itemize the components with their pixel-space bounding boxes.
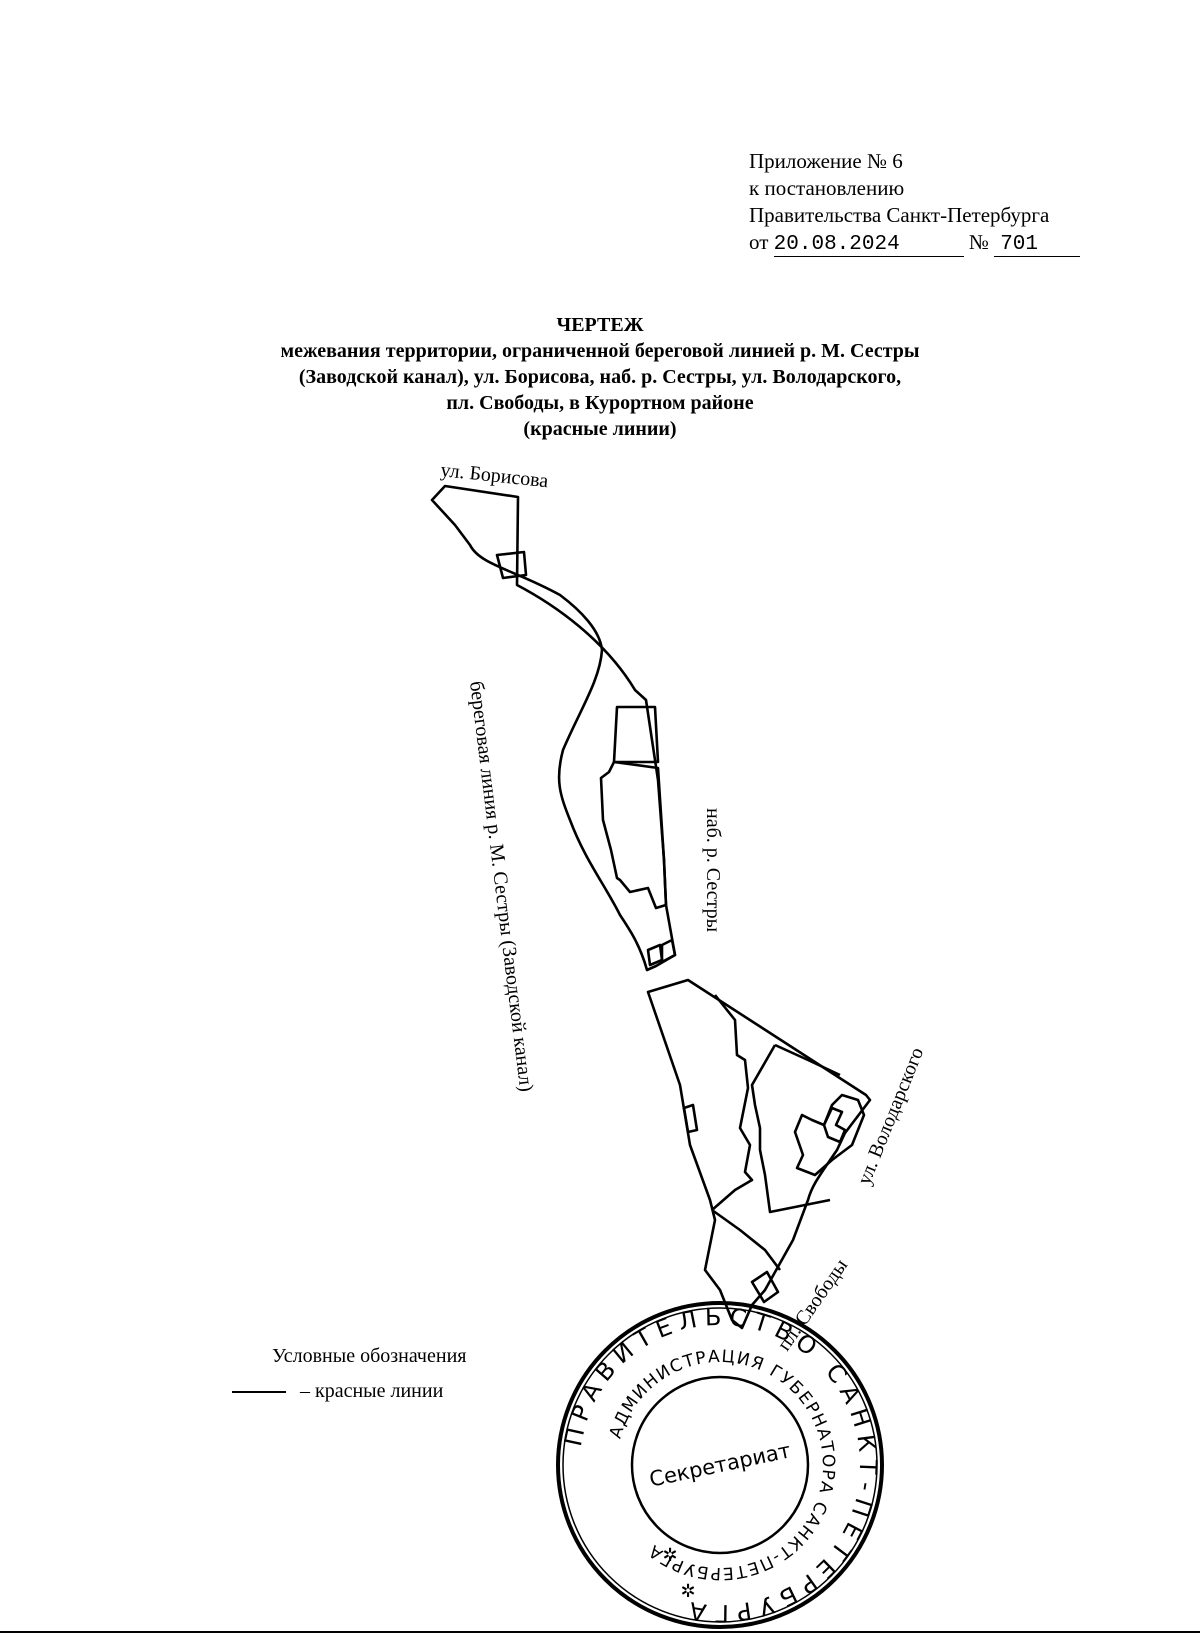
title-line-4: пл. Свободы, в Курортном районе xyxy=(446,392,754,414)
svobody-parcel xyxy=(750,1270,780,1304)
date-prefix: от xyxy=(749,230,769,254)
appendix-line-2: к постановлению xyxy=(749,176,905,200)
strip-parcel-4 xyxy=(646,943,664,967)
stamp-outer-circle-thin xyxy=(562,1307,878,1623)
stamp-center-text: Секретариат xyxy=(647,1438,793,1491)
south-parcel-notch xyxy=(682,1103,699,1134)
title-line-2: межевания территории, ограниченной берег… xyxy=(280,340,920,362)
strip-parcel-3 xyxy=(660,938,677,964)
star-icon: ✲ xyxy=(680,1581,695,1602)
legend-line-sample xyxy=(232,1390,286,1393)
title-line-3: (Заводской канал), ул. Борисова, наб. р.… xyxy=(298,366,902,388)
strip-parcel-1 xyxy=(612,705,660,764)
south-divider-1 xyxy=(711,994,754,1211)
legend-item-red-lines: – красные линии xyxy=(232,1380,443,1403)
label-shore: береговая линия р. М. Сестры (Заводской … xyxy=(465,680,537,1093)
volodarskogo-parcel-inner xyxy=(822,1106,847,1144)
south-divider-4 xyxy=(711,1208,782,1271)
star-icon: ✲ xyxy=(662,1545,677,1566)
appendix-header: Приложение № 6 к постановлению Правитель… xyxy=(749,148,1081,257)
title-line-1: ЧЕРТЕЖ xyxy=(556,314,644,336)
north-parcel-small xyxy=(495,550,528,580)
legend-title: Условные обозначения xyxy=(272,1345,467,1367)
decree-number: 701 xyxy=(994,234,1081,257)
number-prefix: № xyxy=(968,230,989,254)
north-strip-boundary xyxy=(430,484,677,972)
volodarskogo-parcel-outer xyxy=(793,1093,866,1177)
document-title: ЧЕРТЕЖ межевания территории, ограниченно… xyxy=(0,312,1200,442)
official-stamp: ПРАВИТЕЛЬСТВО САНКТ-ПЕТЕРБУРГА АДМИНИСТР… xyxy=(556,1301,884,1629)
title-line-5: (красные линии) xyxy=(523,418,677,440)
strip-parcel-2 xyxy=(599,760,668,910)
appendix-date-row: от 20.08.2024 № 701 xyxy=(749,229,1081,257)
south-divider-3 xyxy=(774,1043,841,1077)
stamp-inner-circle xyxy=(630,1375,810,1555)
decree-date: 20.08.2024 xyxy=(773,234,964,257)
legend-item-label: – красные линии xyxy=(300,1380,444,1402)
appendix-line-1: Приложение № 6 xyxy=(749,149,903,173)
label-naberezhnaya: наб. р. Сестры xyxy=(702,808,724,932)
south-divider-2 xyxy=(750,1044,831,1214)
appendix-line-3: Правительства Санкт-Петербурга xyxy=(749,203,1050,227)
stamp-outer-circle xyxy=(556,1301,884,1629)
